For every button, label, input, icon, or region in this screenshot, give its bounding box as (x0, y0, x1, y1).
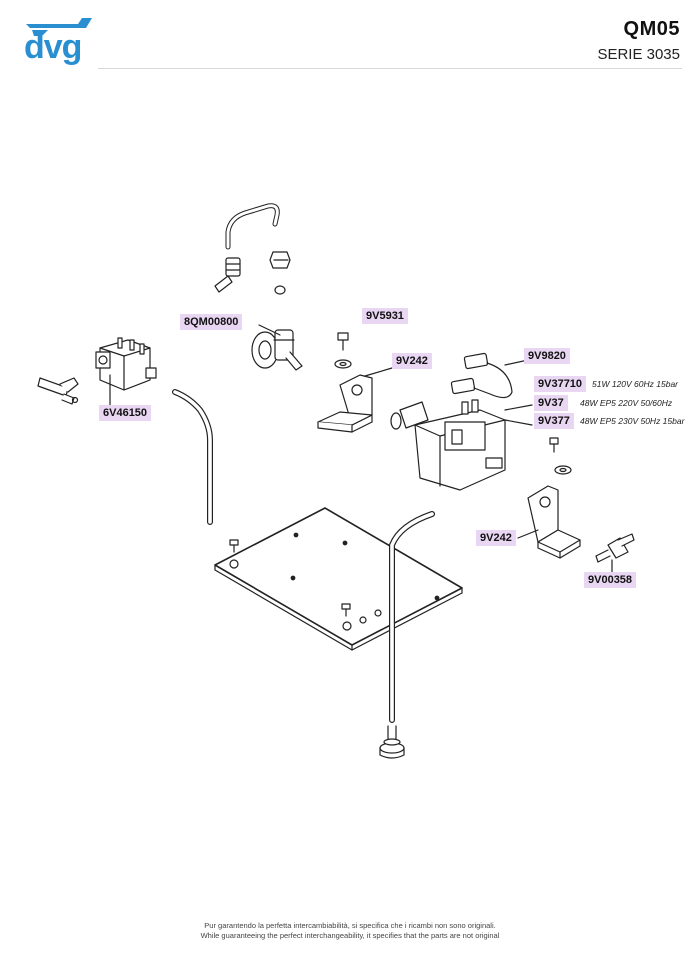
part-label-6v46150[interactable]: 6V46150 (99, 405, 152, 421)
disclaimer-english: While guaranteeing the perfect interchan… (200, 931, 500, 940)
bracket-left (317, 367, 393, 433)
right-pipe (389, 511, 435, 723)
spec-9v377: 48W EP5 230V 50Hz 15bar (580, 416, 685, 426)
solenoid-valve (95, 337, 157, 406)
model-title: QM05 (623, 18, 680, 40)
header-divider (98, 68, 682, 69)
part-label-9v242-top[interactable]: 9V242 (392, 353, 432, 369)
part-label-8qm00800[interactable]: 8QM00800 (180, 314, 243, 330)
base-plate (214, 507, 463, 651)
series-subtitle: SERIE 3035 (597, 46, 680, 63)
elbow-fitting (214, 257, 241, 293)
spec-9v37710: 51W 120V 60Hz 15bar (592, 379, 678, 389)
part-label-9v37[interactable]: 9V37 (534, 395, 568, 411)
part-label-9v377[interactable]: 9V377 (534, 413, 574, 429)
left-pipe (172, 389, 213, 525)
tee-fitting (37, 377, 79, 405)
part-label-9v37710[interactable]: 9V37710 (534, 376, 587, 392)
part-label-9v242-bottom[interactable]: 9V242 (476, 530, 516, 546)
top-tube (225, 203, 280, 250)
spec-9v37: 48W EP5 220V 50/60Hz (580, 398, 673, 408)
part-label-9v5931[interactable]: 9V5931 (362, 308, 408, 324)
disclaimer: Pur garantendo la perfetta intercambiabi… (0, 921, 700, 941)
screw-right (549, 437, 572, 475)
foot (379, 725, 405, 759)
logo-text: dvg (24, 28, 82, 66)
valve-8qm00800 (251, 324, 303, 371)
part-label-9v9820[interactable]: 9V9820 (524, 348, 570, 364)
disclaimer-italian: Pur garantendo la perfetta intercambiabi… (204, 921, 496, 930)
pump (390, 399, 533, 491)
cable-9v9820 (450, 352, 529, 399)
screw-9v5931 (334, 332, 352, 369)
bracket-right (517, 485, 581, 559)
logo-mark (26, 18, 92, 36)
fitting-9v00358 (595, 533, 635, 575)
nut (269, 251, 291, 295)
part-label-9v00358[interactable]: 9V00358 (584, 572, 637, 588)
